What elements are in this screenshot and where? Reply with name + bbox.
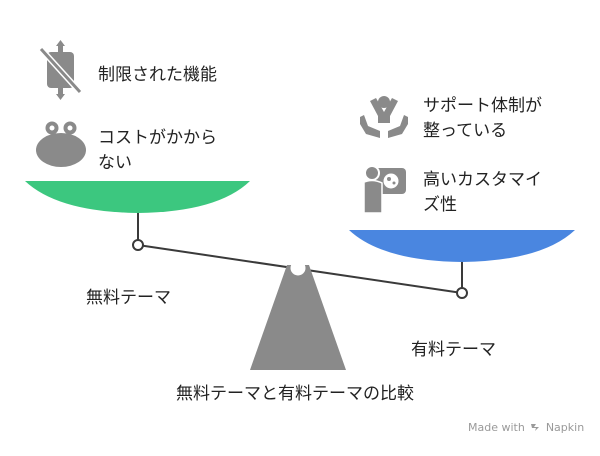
right-feature-custom-line1: 高いカスタマイ (423, 170, 542, 190)
diagram-title: 無料テーマと有料テーマの比較 (176, 384, 414, 404)
scale-fulcrum (250, 265, 346, 370)
free-theme-label: 無料テーマ (86, 288, 171, 308)
support-hands-icon (360, 96, 408, 138)
napkin-brand: Napkin (545, 421, 585, 434)
fulcrum-pivot (290, 260, 306, 276)
right-hanger-joint (456, 287, 468, 299)
customization-icon (361, 165, 406, 214)
napkin-logo-icon (530, 422, 541, 431)
made-with-footer: Made with Napkin (468, 421, 584, 434)
left-pan (25, 181, 250, 213)
restricted-phone-icon (38, 40, 83, 100)
piggy-bank-icon (36, 121, 86, 167)
right-feature-custom-line2: ズ性 (423, 195, 457, 215)
right-feature-support-line1: サポート体制が (423, 96, 542, 116)
left-feature-limited: 制限された機能 (98, 65, 217, 85)
left-feature-no-cost-line1: コストがかから (98, 128, 217, 148)
paid-theme-label: 有料テーマ (411, 340, 496, 360)
made-with-text: Made with (468, 421, 525, 434)
left-hanger-joint (132, 239, 144, 251)
right-pan (349, 230, 575, 262)
right-feature-support-line2: 整っている (423, 121, 508, 141)
left-feature-no-cost-line2: ない (98, 153, 132, 173)
